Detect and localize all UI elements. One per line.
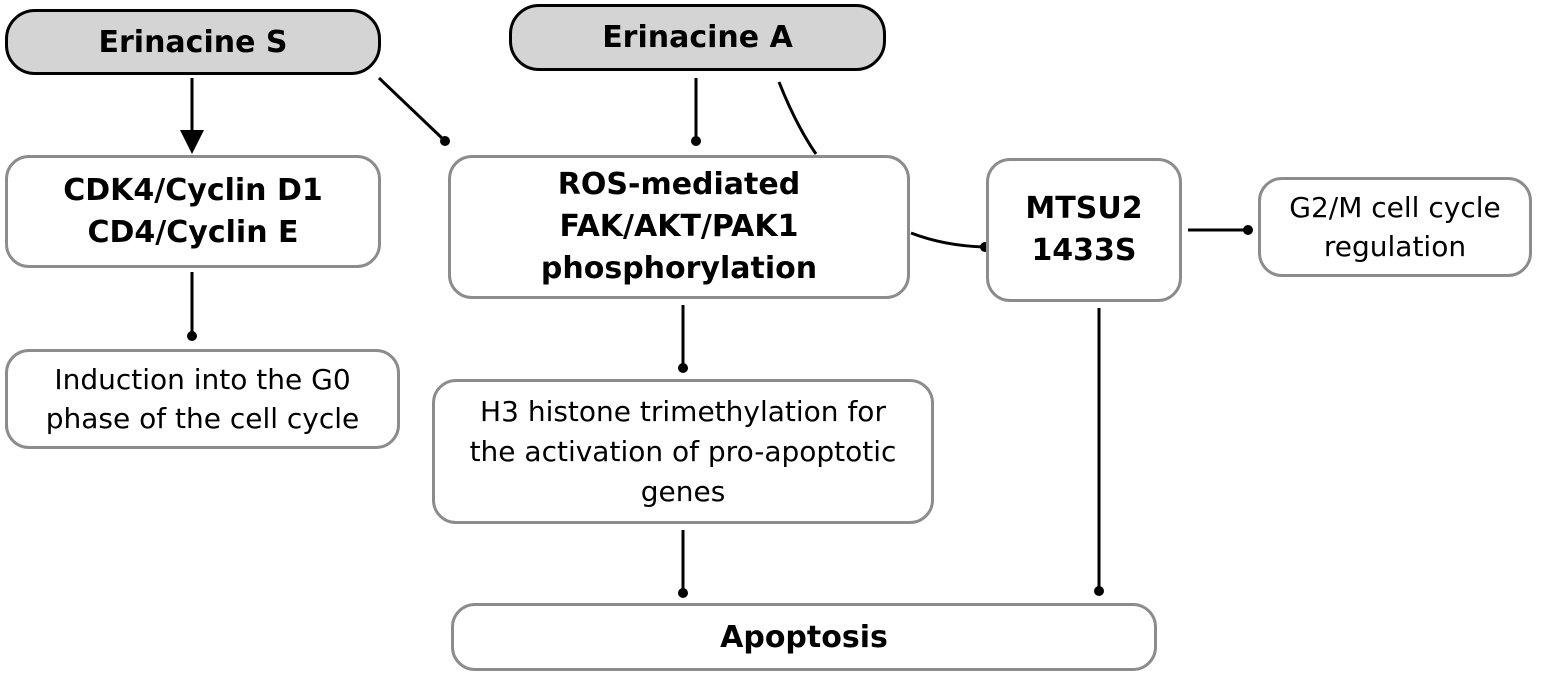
node-erinacine-a: Erinacine A <box>509 4 886 71</box>
node-g0-induction: Induction into the G0 phase of the cell … <box>5 349 400 449</box>
edge-ros-to-mtsu2 <box>910 231 986 249</box>
dot-head-apoptosis-right <box>1094 586 1104 596</box>
edge-erinacine-s-to-ros <box>377 76 446 142</box>
node-g2m-regulation: G2/M cell cycle regulation <box>1258 177 1532 277</box>
dot-head-apoptosis-left <box>678 588 688 598</box>
dot-head-h3 <box>678 363 688 373</box>
node-mtsu2-1433s: MTSU2 1433S <box>986 158 1182 302</box>
node-apoptosis: Apoptosis <box>451 603 1157 671</box>
node-cdk4-cyclin: CDK4/Cyclin D1 CD4/Cyclin E <box>5 155 381 268</box>
dot-head-g2m <box>1243 225 1253 235</box>
dot-head-ros-from-a <box>691 136 701 146</box>
dot-head-g0 <box>187 331 197 341</box>
node-ros-fak-akt-pak1: ROS-mediated FAK/AKT/PAK1 phosphorylatio… <box>448 155 910 299</box>
node-erinacine-s: Erinacine S <box>5 9 381 75</box>
dot-head-ros-from-s <box>440 136 450 146</box>
edge-erinacine-a-to-mtsu2-upper <box>777 81 818 155</box>
node-h3-trimethylation: H3 histone trimethylation for the activa… <box>432 379 934 524</box>
